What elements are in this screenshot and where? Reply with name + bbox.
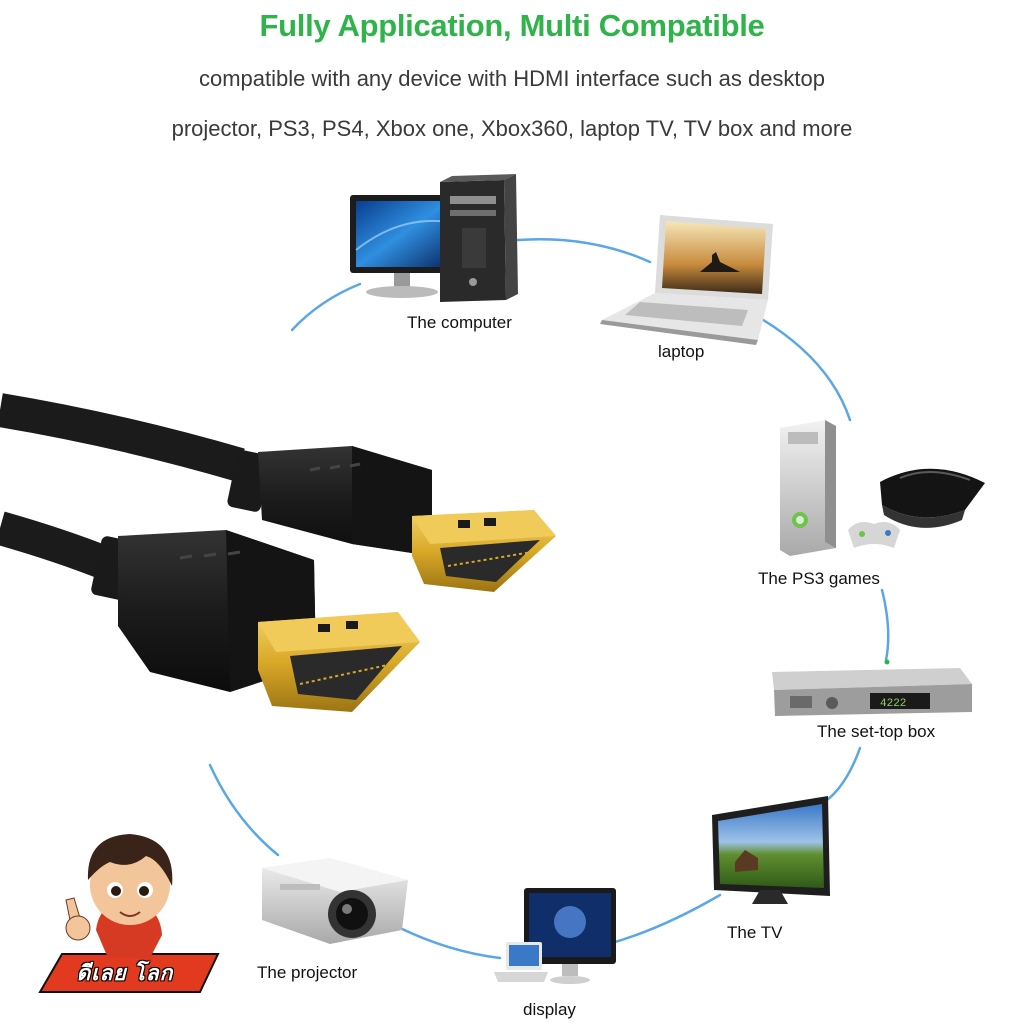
label-tv: The TV — [727, 923, 783, 942]
brand-logo — [38, 834, 220, 993]
label-ps3: The PS3 games — [758, 569, 880, 588]
connector-line — [398, 926, 502, 960]
set-top-box-icon: 4222 — [772, 659, 972, 716]
connector-line — [290, 282, 362, 332]
connector-line — [603, 893, 722, 947]
computer-icon — [350, 174, 518, 302]
hdmi-cable-upper — [0, 393, 556, 592]
subtitle-line-1: compatible with any device with HDMI int… — [198, 66, 826, 91]
game-console-icon — [780, 420, 985, 556]
connector-line — [758, 316, 852, 422]
label-projector: The projector — [257, 963, 357, 982]
hdmi-cable-lower — [0, 511, 420, 712]
brand-logo-text: ดีเลย โลก — [76, 962, 174, 985]
subtitle-line-2: projector, PS3, PS4, Xbox one, Xbox360, … — [171, 116, 853, 141]
connector-line — [880, 588, 890, 662]
label-settop: The set-top box — [817, 722, 936, 741]
label-computer: The computer — [407, 313, 512, 332]
set-top-display: 4222 — [880, 698, 906, 710]
display-icon — [494, 888, 616, 984]
tv-icon — [712, 796, 830, 904]
connector-line — [516, 237, 652, 264]
page-title: Fully Application, Multi Compatible — [259, 8, 765, 43]
projector-icon — [262, 858, 408, 944]
label-display: display — [523, 1000, 576, 1019]
laptop-icon — [600, 215, 773, 345]
label-laptop: laptop — [658, 342, 704, 361]
connector-line — [208, 763, 280, 857]
